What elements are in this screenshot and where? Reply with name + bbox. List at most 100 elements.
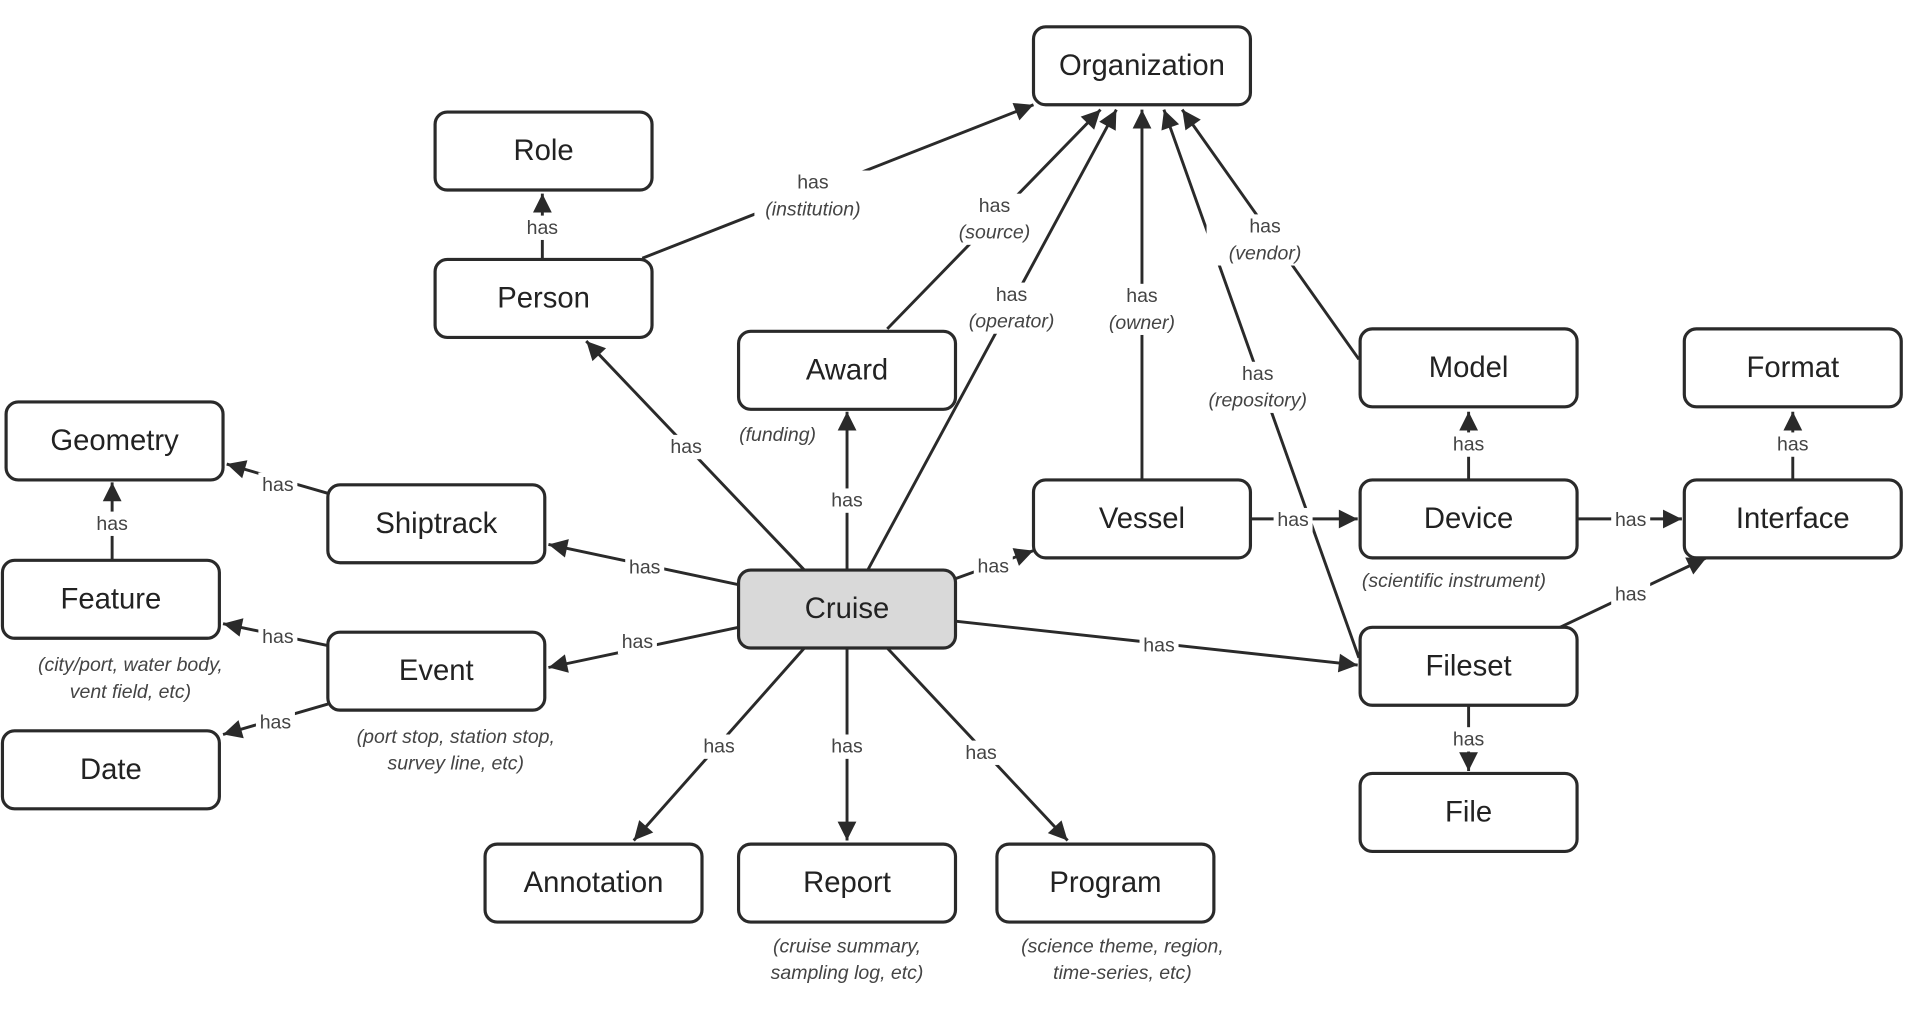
node-note: (funding)	[739, 424, 816, 446]
edge-label: has	[996, 284, 1028, 306]
node-model[interactable]: Model	[1358, 327, 1579, 409]
edge-label: has	[831, 490, 863, 512]
node-box[interactable]	[1358, 327, 1579, 409]
edge-cruise-to-event: has	[548, 625, 739, 673]
node-report[interactable]: Report	[736, 842, 958, 924]
edge-label-background	[625, 555, 665, 580]
node-box[interactable]	[995, 842, 1216, 924]
edge-cruise-to-shiptrack: has	[548, 539, 739, 587]
edge-label-background	[827, 734, 867, 759]
node-label: Cruise	[805, 593, 890, 625]
edge-label: has	[703, 736, 735, 758]
node-note: (port stop, station stop,	[357, 726, 555, 748]
edge-label: has	[96, 513, 128, 535]
edge-label-background	[1273, 507, 1313, 533]
node-box[interactable]	[1031, 25, 1253, 107]
node-box[interactable]	[0, 729, 221, 811]
node-box[interactable]	[1682, 327, 1903, 409]
node-box[interactable]	[0, 558, 221, 640]
edge-label-background	[1773, 432, 1813, 457]
edge-label: has	[527, 217, 559, 239]
node-box[interactable]	[433, 110, 654, 192]
edge-label: has	[1242, 363, 1274, 385]
node-vessel[interactable]: Vessel	[1031, 478, 1253, 560]
node-event[interactable]: Event	[326, 630, 547, 712]
edge-label: has	[797, 172, 829, 194]
edge-role-label: (repository)	[1208, 390, 1307, 412]
edge-label-background	[1611, 507, 1651, 533]
edge-label-background	[258, 472, 298, 497]
node-person[interactable]: Person	[433, 257, 654, 339]
edge-label: has	[1126, 285, 1158, 307]
node-box[interactable]	[326, 483, 547, 565]
edge-role-label: (source)	[959, 222, 1030, 244]
node-annotation[interactable]: Annotation	[483, 842, 704, 924]
node-box[interactable]	[433, 257, 654, 339]
node-note: sampling log, etc)	[771, 962, 924, 984]
edge-label: has	[1615, 509, 1647, 531]
edge-label-background	[92, 511, 132, 536]
node-label: Organization	[1059, 50, 1225, 82]
node-label: Geometry	[50, 425, 179, 457]
edge-feature-to-geometry: has	[92, 482, 132, 561]
node-note: (scientific instrument)	[1362, 570, 1546, 592]
node-fileset[interactable]: Fileset	[1358, 625, 1579, 707]
node-box[interactable]	[326, 630, 547, 712]
node-label: Program	[1049, 867, 1161, 899]
edge-cruise-to-program: has	[886, 647, 1069, 842]
node-organization[interactable]: Organization	[1031, 25, 1253, 107]
edge-person-to-organization: has(institution)	[641, 102, 1035, 260]
edge-label-background	[617, 629, 657, 655]
edge-role-label: (operator)	[969, 311, 1055, 333]
edge-label-background	[258, 624, 298, 650]
node-cruise[interactable]: Cruise	[736, 568, 958, 650]
edge-vessel-to-device: has	[1250, 507, 1358, 533]
edge-event-to-date: has	[222, 702, 329, 739]
node-file[interactable]: File	[1358, 771, 1579, 854]
edge-label-background	[1083, 283, 1201, 335]
node-box[interactable]	[736, 568, 958, 650]
node-label: Device	[1424, 503, 1513, 535]
edge-label: has	[262, 626, 294, 648]
edge-fileset-to-organization: has (repository)	[1161, 109, 1361, 659]
edge-label: has	[1615, 583, 1647, 605]
node-box[interactable]	[1358, 771, 1579, 854]
node-device[interactable]: Device	[1358, 478, 1579, 560]
node-box[interactable]	[4, 400, 225, 482]
node-note: (science theme, region,	[1021, 935, 1224, 957]
node-note: (cruise summary,	[773, 935, 921, 957]
node-interface[interactable]: Interface	[1682, 478, 1903, 560]
node-box[interactable]	[736, 329, 958, 411]
node-label: Annotation	[524, 867, 664, 899]
node-date[interactable]: Date	[0, 729, 221, 811]
edge-label-background	[827, 488, 867, 513]
node-feature[interactable]: Feature	[0, 558, 221, 640]
node-label: Report	[803, 867, 891, 899]
node-role[interactable]: Role	[433, 110, 654, 192]
node-note: survey line, etc)	[388, 753, 524, 775]
edge-label-background	[953, 282, 1071, 334]
edge-label-background	[1206, 214, 1324, 266]
node-label: Model	[1429, 352, 1509, 384]
node-award[interactable]: Award	[736, 329, 958, 411]
node-geometry[interactable]: Geometry	[4, 400, 225, 482]
edge-label-background	[255, 710, 295, 735]
node-box[interactable]	[736, 842, 958, 924]
node-label: Interface	[1736, 503, 1850, 535]
edge-label-background	[522, 215, 562, 240]
edge-label: has	[1453, 434, 1485, 456]
node-box[interactable]	[1031, 478, 1253, 560]
node-program[interactable]: Program	[995, 842, 1216, 924]
node-shiptrack[interactable]: Shiptrack	[326, 483, 547, 565]
node-box[interactable]	[1358, 625, 1579, 707]
node-format[interactable]: Format	[1682, 327, 1903, 409]
node-box[interactable]	[1682, 478, 1903, 560]
edge-shiptrack-to-geometry: has	[226, 460, 329, 497]
node-box[interactable]	[1358, 478, 1579, 560]
edge-cruise-to-annotation: has	[632, 647, 806, 842]
node-label: File	[1445, 796, 1492, 828]
node-box[interactable]	[483, 842, 704, 924]
edge-label-background	[1611, 582, 1651, 607]
